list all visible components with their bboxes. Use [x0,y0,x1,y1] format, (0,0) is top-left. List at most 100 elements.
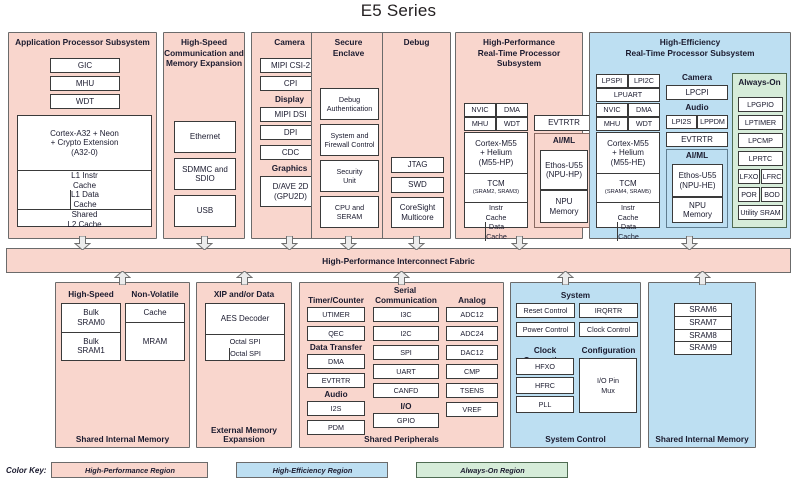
box-evtrtr[interactable]: EVTRTR [307,373,365,388]
box-tcm[interactable]: TCM (SRAM2, SRAM3) [465,174,527,203]
box-adc12[interactable]: ADC12 [446,307,498,322]
box-jtag[interactable]: JTAG [391,157,444,173]
box-nvic[interactable]: NVIC [596,103,628,117]
box-lfrc[interactable]: LFRC [761,169,783,184]
box-sram7[interactable]: SRAM7 [675,317,731,330]
box-mhu[interactable]: MHU [50,76,120,91]
box-nvic[interactable]: NVIC [464,103,496,117]
box-bulk-sram0[interactable]: Bulk SRAM0 [62,304,120,333]
box-data-cache[interactable]: Data Cache [617,222,639,241]
group-xip[interactable]: AES Decoder Octal SPI Octal SPI [205,303,285,361]
box-lprtc[interactable]: LPRTC [738,151,783,166]
box-instr-cache[interactable]: Instr Cache [617,203,639,222]
block-shared-internal-memory-right[interactable]: SRAM6 SRAM7 SRAM8 SRAM9 Shared Internal … [648,282,756,448]
box-cortex-m55-core[interactable]: Cortex-M55 + Helium (M55-HE) [597,133,659,174]
interconnect-fabric[interactable]: High-Performance Interconnect Fabric [6,248,791,273]
block-application-processor-subsystem[interactable]: Application Processor Subsystem GIC MHU … [8,32,157,239]
box-mhu[interactable]: MHU [596,117,628,131]
box-sram6[interactable]: SRAM6 [675,304,731,317]
box-cortex-a32-core[interactable]: Cortex-A32 + Neon + Crypto Extension (A3… [18,116,151,171]
box-reset-control[interactable]: Reset Control [516,303,575,318]
block-high-speed-communication-memory-expansion[interactable]: High-Speed Communication and Memory Expa… [163,32,245,239]
box-qec[interactable]: QEC [307,326,365,341]
box-io-pin-mux[interactable]: I/O Pin Mux [579,358,637,413]
box-lpgpio[interactable]: LPGPIO [738,97,783,112]
group-aiml-hp[interactable]: AI/ML Ethos-U55 (NPU-HP) NPU Memory [534,133,594,228]
box-vref[interactable]: VREF [446,402,498,417]
box-usb[interactable]: USB [174,195,236,227]
box-canfd[interactable]: CANFD [373,383,439,398]
box-octal-spi-2[interactable]: Octal SPI [229,347,261,360]
box-bulk-sram1[interactable]: Bulk SRAM1 [77,336,105,356]
box-coresight-multicore[interactable]: CoreSight Multicore [391,197,444,228]
group-cortex-m55-hp[interactable]: Cortex-M55 + Helium (M55-HP) TCM (SRAM2,… [464,132,528,241]
box-evtrtr[interactable]: EVTRTR [534,115,594,131]
box-cache[interactable]: Cache [126,304,184,323]
box-irqrtr[interactable]: IRQRTR [579,303,638,318]
box-lpuart[interactable]: LPUART [596,88,660,102]
box-security-unit[interactable]: Security Unit [320,160,379,192]
box-utility-sram[interactable]: Utility SRAM [738,205,783,220]
group-aiml-he[interactable]: AI/ML Ethos-U55 (NPU-HE) NPU Memory [666,149,728,228]
box-data-cache[interactable]: Data Cache [485,222,507,241]
box-ethos-u55-npu-hp[interactable]: Ethos-U55 (NPU-HP) [540,150,588,190]
box-sram8[interactable]: SRAM8 [675,330,731,343]
box-uart[interactable]: UART [373,364,439,379]
group-cortex-a32[interactable]: Cortex-A32 + Neon + Crypto Extension (A3… [17,115,152,229]
box-por[interactable]: POR [738,187,760,202]
block-secure-enclave[interactable]: Secure Enclave Debug Authentication Syst… [311,32,386,239]
box-hfrc[interactable]: HFRC [516,377,574,394]
box-wdt[interactable]: WDT [50,94,120,109]
box-dac12[interactable]: DAC12 [446,345,498,360]
block-shared-peripherals[interactable]: Serial Timer/Counter UTIMER QEC Data Tra… [299,282,504,448]
box-system-firewall-control[interactable]: System and Firewall Control [320,124,379,156]
group-sram-bank[interactable]: SRAM6 SRAM7 SRAM8 SRAM9 [674,303,732,355]
box-lptimer[interactable]: LPTIMER [738,115,783,130]
box-wdt[interactable]: WDT [628,117,660,131]
box-shared-l2-cache[interactable]: Shared L2 Cache [67,210,102,229]
box-cortex-m55-core[interactable]: Cortex-M55 + Helium (M55-HP) [465,133,527,174]
box-utimer[interactable]: UTIMER [307,307,365,322]
box-cpu-seram[interactable]: CPU and SERAM [320,196,379,228]
group-high-speed-sram[interactable]: Bulk SRAM0 Bulk SRAM1 [61,303,121,361]
block-shared-internal-memory-left[interactable]: High-Speed Non-Volatile Bulk SRAM0 Bulk … [55,282,190,448]
box-aes-decoder[interactable]: AES Decoder [206,304,284,335]
group-always-on[interactable]: Always-On LPGPIO LPTIMER LPCMP LPRTC LFX… [732,73,787,228]
box-evtrtr[interactable]: EVTRTR [666,132,728,147]
box-lppdm[interactable]: LPPDM [697,115,728,129]
box-i2s[interactable]: I2S [307,401,365,416]
box-pll[interactable]: PLL [516,396,574,413]
box-debug-authentication[interactable]: Debug Authentication [320,88,379,120]
block-high-performance-realtime-subsystem[interactable]: High-Performance Real-Time Processor Sub… [455,32,594,241]
box-spi[interactable]: SPI [373,345,439,360]
box-lpcpi[interactable]: LPCPI [666,85,728,100]
box-dma[interactable]: DMA [307,354,365,369]
box-dpi[interactable]: DPI [260,125,321,140]
box-cdc[interactable]: CDC [260,145,321,160]
box-dma[interactable]: DMA [496,103,528,117]
box-swd[interactable]: SWD [391,177,444,193]
box-adc24[interactable]: ADC24 [446,326,498,341]
block-external-memory-expansion[interactable]: XIP and/or Data AES Decoder Octal SPI Oc… [196,282,292,448]
box-gpio[interactable]: GPIO [373,413,439,428]
box-lpcmp[interactable]: LPCMP [738,133,783,148]
box-mram[interactable]: MRAM [142,336,168,346]
box-cmp[interactable]: CMP [446,364,498,379]
group-non-volatile[interactable]: Cache MRAM [125,303,185,361]
box-lfxo[interactable]: LFXO [738,169,760,184]
box-lpi2s[interactable]: LPI2S [666,115,697,129]
group-cortex-m55-he[interactable]: Cortex-M55 + Helium (M55-HE) TCM (SRAM4,… [596,132,660,241]
block-system-control[interactable]: System Reset Control IRQRTR Power Contro… [510,282,641,448]
box-npu-memory-he[interactable]: NPU Memory [672,197,723,223]
box-instr-cache[interactable]: Instr Cache [485,203,507,222]
box-octal-spi-1[interactable]: Octal SPI [229,336,261,346]
box-ethos-u55-npu-he[interactable]: Ethos-U55 (NPU-HE) [672,164,723,197]
box-wdt[interactable]: WDT [496,117,528,131]
box-dave-2d-gpu2d[interactable]: D/AVE 2D (GPU2D) [260,176,321,207]
box-gic[interactable]: GIC [50,58,120,73]
box-i2c[interactable]: I2C [373,326,439,341]
block-high-efficiency-realtime-subsystem[interactable]: High-Efficiency Real-Time Processor Subs… [589,32,791,241]
box-tsens[interactable]: TSENS [446,383,498,398]
box-tcm[interactable]: TCM (SRAM4, SRAM5) [597,174,659,203]
box-pdm[interactable]: PDM [307,420,365,435]
